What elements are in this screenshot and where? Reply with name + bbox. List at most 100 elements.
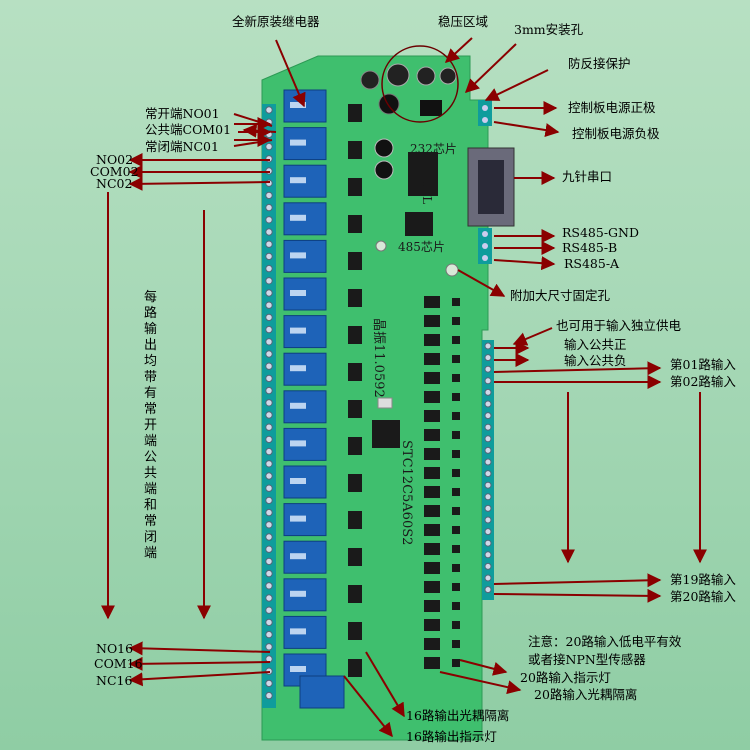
optocoupler [424,353,440,365]
led [452,545,460,553]
terminal-screw [265,423,273,431]
terminal-screw [265,252,273,261]
chip-232 [408,152,438,196]
led [452,374,460,382]
no01-callout: 常开端NO01 [145,106,220,121]
led [452,564,460,572]
input-optocoupler-column [424,296,460,669]
terminal-screw [265,594,273,602]
db9-connector [467,147,515,227]
relay-marking [290,214,306,221]
terminal-screw [265,618,273,627]
terminal-screw [484,365,492,373]
terminal-screw [484,562,492,570]
optocoupler [424,524,440,536]
chip-232-label: 232芯片 [410,142,457,156]
mount-hole-callout: 3mm安装孔 [514,22,584,37]
terminal-screw [265,301,273,309]
led [452,431,460,439]
terminal-screw [265,691,273,700]
optocoupler [424,391,440,403]
optocoupler [348,363,362,381]
led [452,602,460,610]
optocoupler [424,619,440,631]
terminal-screw [484,574,492,582]
terminal-screw [265,679,273,688]
rs485-a-callout: RS485-A [564,256,620,271]
terminal-screw [265,179,273,187]
com02-callout: COM02 [90,164,139,179]
optocoupler [424,334,440,346]
ttl-label: TTL [420,180,434,205]
led [452,659,460,667]
terminal-screw [484,446,492,454]
note-line2: 或者接NPN型传感器 [528,652,646,667]
optocoupler [424,581,440,593]
led [452,507,460,515]
terminal-screw [484,551,492,559]
optocoupler [348,252,362,270]
optocoupler [348,474,362,492]
relay-marking [290,177,306,184]
mcu-chip [372,420,400,448]
terminal-screw [265,216,273,224]
output-leds-callout: 16路输出指示灯 [406,729,497,744]
serial-callout: 九针串口 [562,169,613,184]
terminal-screw [265,277,273,285]
relay-marking [290,515,306,522]
input-common-pos-callout: 输入公共正 [564,337,627,352]
nc01-callout: 常闭端NC01 [145,139,219,154]
terminal-screw [265,557,273,566]
power-terminal [478,100,492,126]
terminal-screw [265,569,273,578]
relay-marking [290,666,306,672]
optocoupler [424,372,440,384]
optocoupler [348,548,362,566]
relay-marking [290,139,306,146]
terminal-screw [265,630,273,639]
relay [299,675,345,709]
terminal-screw [265,228,273,236]
optocoupler [424,543,440,555]
led [452,621,460,629]
chip-485 [405,212,433,236]
terminal-screw [265,325,273,334]
terminal-screw [265,203,273,212]
optocoupler [424,410,440,422]
terminal-screw [484,539,492,547]
crystal-label: 晶振11.0592 [371,318,386,398]
terminal-screw [265,496,273,505]
input-leds-callout: 20路输入指示灯 [520,670,611,685]
callout-arrows [101,37,707,738]
optocoupler [348,437,362,455]
optocoupler [424,657,440,669]
terminal-screw [265,472,273,480]
terminal-screw [484,435,492,443]
terminal-screw [265,643,273,651]
terminal-screw [484,528,492,536]
terminal-screw [265,545,273,553]
terminal-screw [484,388,492,396]
crystal [377,397,393,409]
optocoupler [348,400,362,418]
terminal-screw [484,470,492,478]
optocoupler [424,562,440,574]
input-02-callout: 第02路输入 [670,374,736,389]
regulator-area [360,45,459,123]
led [452,336,460,344]
output-optocoupler-column [348,104,362,677]
relay-marking [290,365,306,372]
optocoupler [424,448,440,460]
led [452,640,460,648]
optocoupler [424,467,440,479]
terminal-screw [484,412,492,420]
terminal-screw [484,516,492,524]
terminal-screw [265,582,273,590]
terminal-screw [484,493,492,501]
terminal-screw [484,423,492,431]
terminal-screw [265,606,273,614]
terminal-screw [265,508,273,517]
nc16-callout: NC16 [96,673,133,688]
rs485-b-callout: RS485-B [562,240,618,255]
